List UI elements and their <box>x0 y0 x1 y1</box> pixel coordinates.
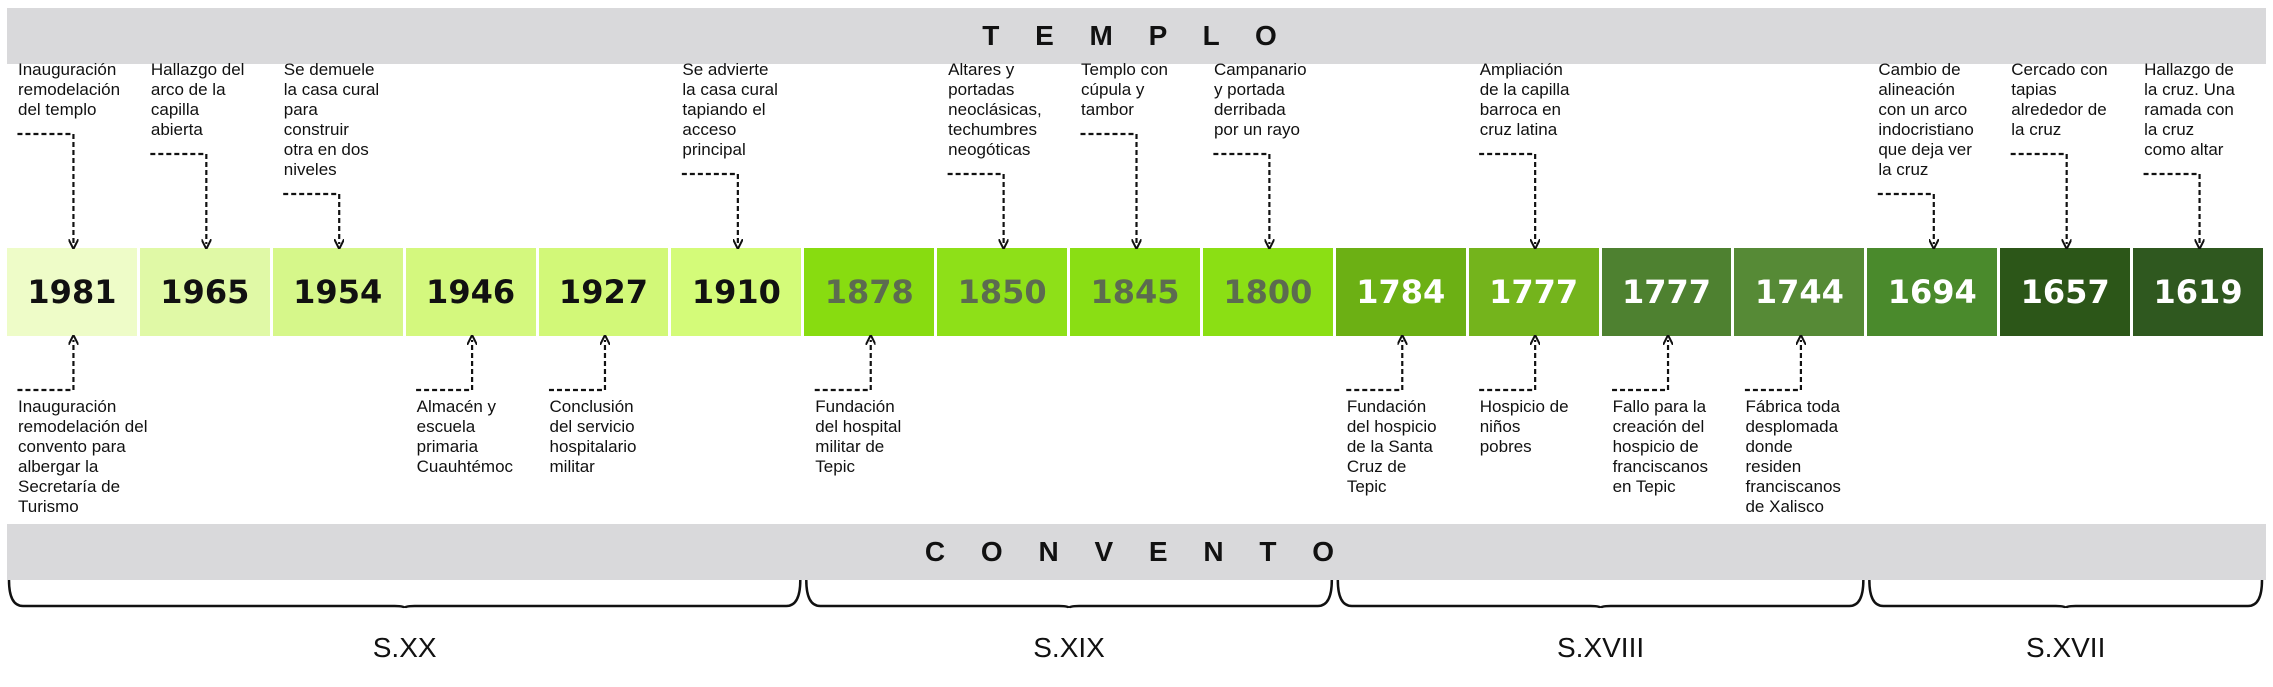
bottom-event-label: Fundación del hospital militar de Tepic <box>815 397 902 476</box>
year-cell: 1845 <box>1070 248 1200 336</box>
year-cell: 1927 <box>538 248 669 336</box>
year-cell: 1981 <box>7 248 137 336</box>
top-event-arrow <box>1877 192 1934 244</box>
bottom-event-arrow <box>1744 340 1801 392</box>
bottom-event-label: Hospicio de niños pobres <box>1479 397 1569 456</box>
century-label: S.XX <box>372 632 437 663</box>
convento-header: C O N V E N T O <box>7 524 2266 580</box>
year-cell: 1800 <box>1202 248 1333 336</box>
bottom-event-label: Fábrica toda desplomada donde residen fr… <box>1745 397 1841 516</box>
top-event-label: Hallazgo del arco de la capilla abierta <box>150 60 245 139</box>
year-cell: 1619 <box>2133 248 2263 336</box>
year-cell: 1694 <box>1867 248 1998 336</box>
top-event-arrow <box>283 192 339 244</box>
century-label: S.XIX <box>1033 632 1105 663</box>
year-cell: 1946 <box>405 248 536 336</box>
top-event-label: Templo con cúpula y tambor <box>1081 60 1168 119</box>
century-brace <box>1336 579 1865 609</box>
top-event-label: Altares y portadas neoclásicas, techumbr… <box>948 60 1042 159</box>
century-brace <box>1868 579 2264 609</box>
top-event-label: Hallazgo de la cruz. Una ramada con la c… <box>2144 60 2235 159</box>
templo-header: T E M P L O <box>7 8 2266 64</box>
bottom-event-arrow <box>1612 340 1668 392</box>
year-cell: 1878 <box>804 248 935 336</box>
bottom-event-arrow <box>416 340 472 392</box>
top-event-label: Cambio de alineación con un arco indocri… <box>1878 60 1974 179</box>
bottom-event-label: Almacén y escuela primaria Cuauhtémoc <box>416 397 514 476</box>
top-event-label: Campanario y portada derribada por un ra… <box>1213 60 1307 139</box>
top-event-arrow <box>1479 152 1535 244</box>
century-label: S.XVIII <box>1557 632 1645 663</box>
year-cell: 1954 <box>272 248 403 336</box>
century-brace <box>7 579 802 609</box>
year-cell: 1744 <box>1734 248 1865 336</box>
bottom-event-label: Fundación del hospicio de la Santa Cruz … <box>1346 397 1437 496</box>
bottom-event-arrow <box>17 340 73 392</box>
year-cell: 1965 <box>139 248 270 336</box>
bottom-event-arrow <box>1479 340 1535 392</box>
bottom-event-label: Fallo para la creación del hospicio de f… <box>1612 397 1709 496</box>
century-brace <box>805 579 1334 609</box>
top-event-label: Ampliación de la capilla barroca en cruz… <box>1479 60 1570 139</box>
bottom-event-arrow <box>548 340 605 392</box>
century-label: S.XVII <box>2025 632 2106 663</box>
top-event-arrow <box>947 172 1004 244</box>
top-event-arrow <box>2143 172 2200 244</box>
top-event-arrow <box>1080 132 1137 244</box>
top-event-label: Inauguración remodelación del templo <box>18 60 121 119</box>
bottom-event-label: Conclusión del servicio hospitalario mil… <box>549 397 637 476</box>
year-cell: 1910 <box>671 248 802 336</box>
bottom-event-arrow <box>1346 340 1402 392</box>
year-cell: 1784 <box>1335 248 1466 336</box>
bottom-event-arrow <box>814 340 871 392</box>
top-event-label: Cercado con tapias alrededor de la cruz <box>2011 60 2108 139</box>
top-event-arrow <box>681 172 738 244</box>
year-cell: 1777 <box>1601 248 1732 336</box>
year-cell: 1777 <box>1468 248 1599 336</box>
top-event-arrow <box>17 132 73 244</box>
bottom-event-label: Inauguración remodelación del convento p… <box>18 397 148 516</box>
top-event-arrow <box>2010 152 2067 244</box>
year-cell: 1657 <box>2000 248 2131 336</box>
top-event-arrow <box>150 152 206 244</box>
top-event-arrow <box>1213 152 1269 244</box>
year-cell: 1850 <box>937 248 1068 336</box>
top-event-label: Se demuele la casa cural para construir … <box>283 60 380 179</box>
top-event-label: Se advierte la casa cural tapiando el ac… <box>682 60 778 159</box>
